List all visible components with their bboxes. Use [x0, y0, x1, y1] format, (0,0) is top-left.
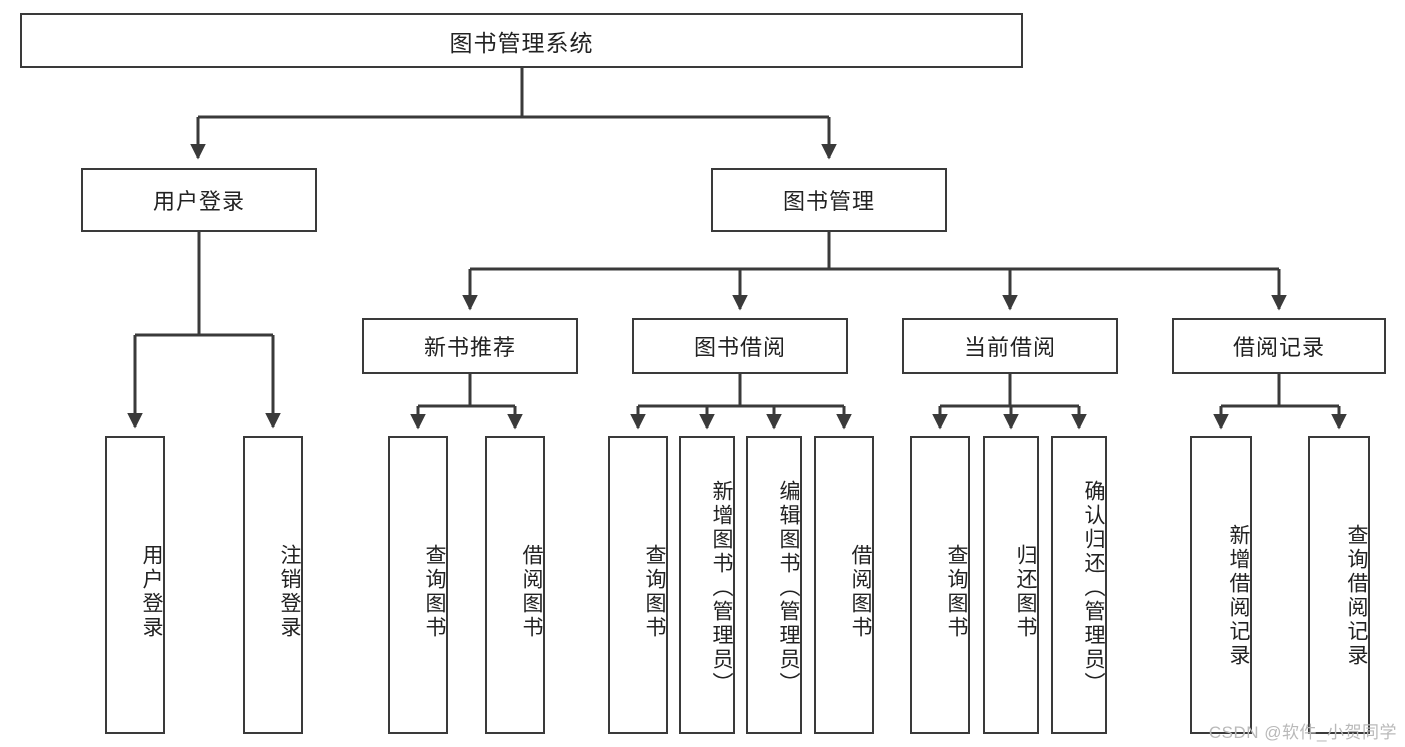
node-book-borrow-label: 图书借阅	[693, 335, 786, 360]
node-leaf-query-book-1-label: 查询图书	[423, 544, 446, 640]
node-leaf-add-borrow-record[interactable]: 新增借阅记录	[1190, 436, 1252, 734]
node-book-borrow[interactable]: 图书借阅	[632, 318, 848, 374]
node-leaf-edit-book-admin-label: 编辑图书（管理员）	[777, 480, 800, 696]
node-leaf-query-book-3-label: 查询图书	[945, 544, 968, 640]
node-leaf-logout-label: 注销登录	[278, 544, 301, 640]
node-borrow-record[interactable]: 借阅记录	[1172, 318, 1386, 374]
node-leaf-add-book-admin[interactable]: 新增图书（管理员）	[679, 436, 735, 734]
node-new-book-recommend[interactable]: 新书推荐	[362, 318, 578, 374]
node-current-borrow-label: 当前借阅	[963, 335, 1056, 360]
node-user-login-label: 用户登录	[152, 189, 245, 214]
node-current-borrow[interactable]: 当前借阅	[902, 318, 1118, 374]
node-new-book-recommend-label: 新书推荐	[423, 335, 516, 360]
node-root-label: 图书管理系统	[449, 29, 594, 56]
node-user-login[interactable]: 用户登录	[81, 168, 317, 232]
node-leaf-add-book-admin-label: 新增图书（管理员）	[710, 480, 733, 696]
node-leaf-query-borrow-record[interactable]: 查询借阅记录	[1308, 436, 1370, 734]
node-leaf-user-login-label: 用户登录	[140, 544, 163, 640]
node-leaf-query-borrow-record-label: 查询借阅记录	[1345, 524, 1368, 668]
node-leaf-borrow-book-2-label: 借阅图书	[849, 544, 872, 640]
node-leaf-query-book-2[interactable]: 查询图书	[608, 436, 668, 734]
node-leaf-edit-book-admin[interactable]: 编辑图书（管理员）	[746, 436, 802, 734]
node-leaf-add-borrow-record-label: 新增借阅记录	[1227, 524, 1250, 668]
node-leaf-return-book-label: 归还图书	[1014, 544, 1037, 640]
node-leaf-user-login[interactable]: 用户登录	[105, 436, 165, 734]
node-book-management[interactable]: 图书管理	[711, 168, 947, 232]
node-leaf-confirm-return-admin[interactable]: 确认归还（管理员）	[1051, 436, 1107, 734]
node-leaf-borrow-book-1-label: 借阅图书	[520, 544, 543, 640]
node-leaf-borrow-book-2[interactable]: 借阅图书	[814, 436, 874, 734]
node-root[interactable]: 图书管理系统	[20, 13, 1023, 68]
node-leaf-confirm-return-admin-label: 确认归还（管理员）	[1082, 480, 1105, 696]
node-leaf-query-book-3[interactable]: 查询图书	[910, 436, 970, 734]
node-leaf-query-book-1[interactable]: 查询图书	[388, 436, 448, 734]
node-borrow-record-label: 借阅记录	[1232, 335, 1325, 360]
watermark: CSDN @软件_小贺同学	[1208, 723, 1397, 742]
node-leaf-query-book-2-label: 查询图书	[643, 544, 666, 640]
node-leaf-logout[interactable]: 注销登录	[243, 436, 303, 734]
node-book-management-label: 图书管理	[782, 189, 875, 214]
node-leaf-borrow-book-1[interactable]: 借阅图书	[485, 436, 545, 734]
node-leaf-return-book[interactable]: 归还图书	[983, 436, 1039, 734]
